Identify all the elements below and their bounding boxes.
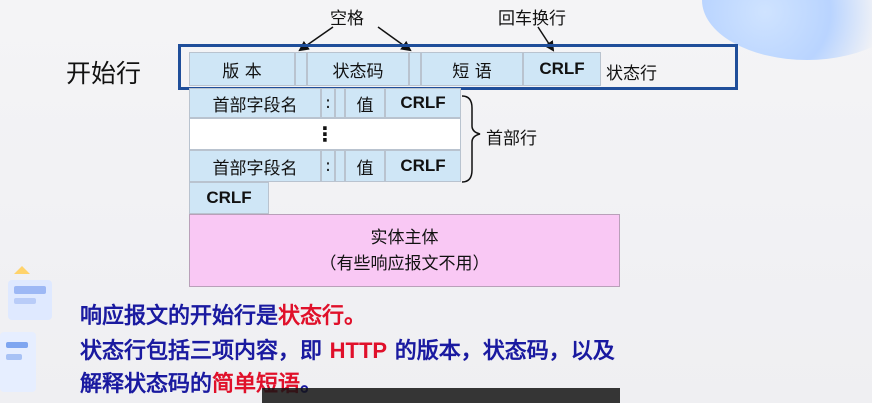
header-field-cell: 首部字段名 (189, 150, 321, 182)
header-crlf-cell: CRLF (385, 88, 461, 118)
caption-text: 响应报文的开始行是 (80, 304, 279, 329)
crlf-annotation-label: 回车换行 (498, 9, 566, 29)
caption-line-3: 解释状态码的简单短语。 (80, 366, 322, 398)
space-cell-2 (409, 52, 421, 86)
caption-text: 解释状态码的 (80, 372, 213, 397)
header-crlf-cell: CRLF (385, 150, 461, 182)
status-line-label: 状态行 (606, 64, 657, 84)
header-ellipsis-row: ⋮ (189, 118, 461, 150)
header-value-cell: 值 (345, 88, 385, 118)
header-value-cell: 值 (345, 150, 385, 182)
version-cell: 版 本 (189, 52, 295, 86)
entity-body-title: 实体主体 (370, 227, 439, 248)
entity-body-box: 实体主体 （有些响应报文不用） (189, 214, 620, 287)
header-space-cell (335, 88, 345, 118)
space-label: 空格 (330, 9, 364, 29)
header-lines-label: 首部行 (486, 129, 537, 149)
status-crlf-cell: CRLF (523, 52, 601, 86)
caption-highlight: HTTP (329, 338, 388, 363)
ellipsis: ⋮ (315, 122, 335, 146)
video-subtitle-bar (262, 388, 620, 403)
header-colon-cell: : (321, 150, 335, 182)
caption-line-1: 响应报文的开始行是状态行。 (80, 298, 366, 330)
start-line-label: 开始行 (66, 59, 142, 88)
space-cell-1 (295, 52, 307, 86)
header-colon-cell: : (321, 88, 335, 118)
status-code-cell: 状态码 (307, 52, 409, 86)
entity-body-note: （有些响应报文不用） (319, 253, 490, 274)
caption-text: 的版本，状态码，以及 (387, 339, 615, 364)
caption-text: 状态行包括三项内容，即 (80, 339, 330, 364)
blank-line-crlf-cell: CRLF (189, 182, 269, 214)
caption-highlight: 状态行。 (278, 304, 367, 329)
caption-line-2: 状态行包括三项内容，即 HTTP 的版本，状态码，以及 (80, 333, 615, 365)
header-field-cell: 首部字段名 (189, 88, 321, 118)
header-space-cell (335, 150, 345, 182)
phrase-cell: 短 语 (421, 52, 523, 86)
decorative-illustration (0, 266, 52, 392)
